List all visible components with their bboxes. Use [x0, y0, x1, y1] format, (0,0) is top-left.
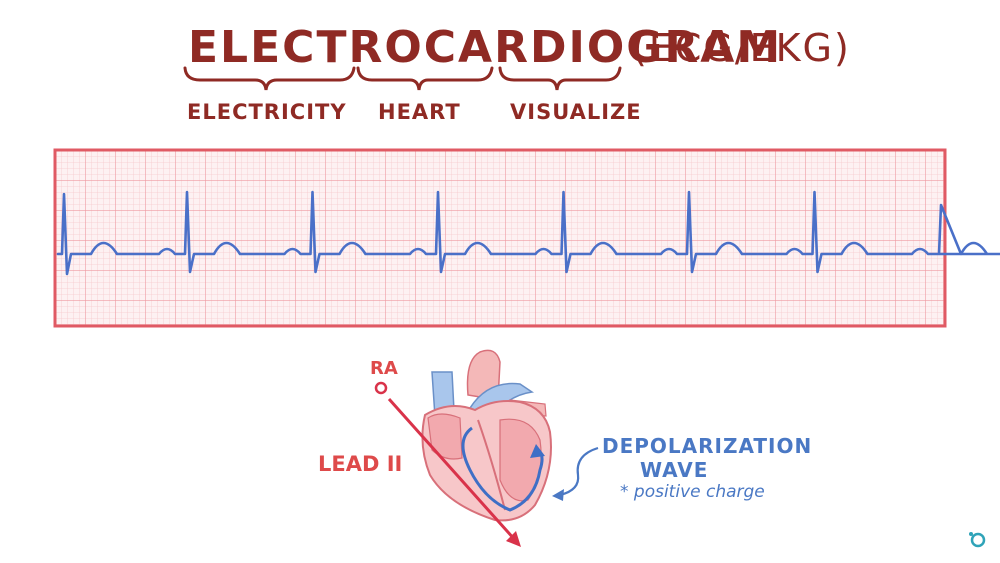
- title-abbreviation: (ECG/EKG): [632, 26, 851, 70]
- wave-title-line2: WAVE: [640, 458, 709, 482]
- ra-electrode-icon: [374, 381, 388, 395]
- conduction-arrowhead: [530, 444, 545, 458]
- page-title: ELECTROCARDIOGRAM: [188, 22, 783, 73]
- wave-pointer: [559, 446, 599, 497]
- ra-label: RA: [370, 358, 398, 379]
- label-visualize: VISUALIZE: [510, 100, 642, 124]
- ecg-trace: [56, 190, 1000, 276]
- lead-ii-arrowhead: [506, 531, 521, 547]
- wave-note: * positive charge: [620, 482, 765, 502]
- wave-pointer-arrowhead: [552, 489, 564, 501]
- ecg-grid-border: [53, 148, 947, 328]
- ecg-grid-major: [55, 150, 945, 326]
- conduction-path: [461, 426, 544, 512]
- label-electricity: ELECTRICITY: [187, 100, 347, 124]
- lead-ii-arrow: [387, 398, 517, 541]
- septum: [477, 419, 506, 511]
- lead-ii-label: LEAD II: [318, 452, 403, 476]
- wave-title-line1: DEPOLARIZATION: [602, 434, 813, 458]
- label-heart: HEART: [378, 100, 461, 124]
